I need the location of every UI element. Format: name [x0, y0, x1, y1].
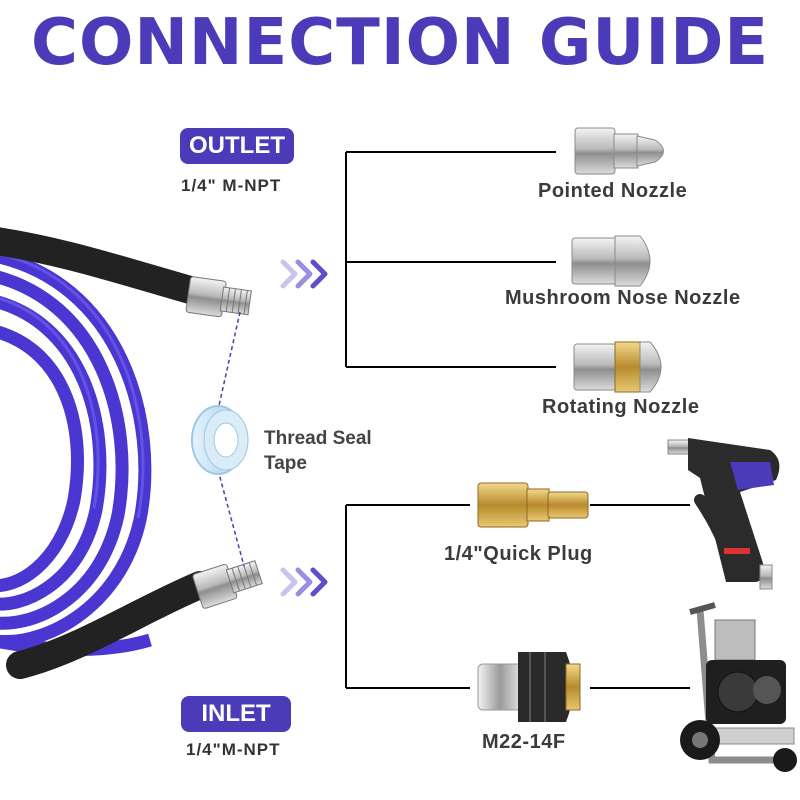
outlet-arrow-icon	[280, 259, 328, 289]
hose-coil	[0, 250, 152, 656]
thread-seal-tape-label: Thread Seal Tape	[264, 426, 372, 476]
pointed-nozzle-label: Pointed Nozzle	[538, 180, 688, 202]
mushroom-nozzle-label: Mushroom Nose Nozzle	[505, 287, 741, 309]
quick-plug-label: 1/4"Quick Plug	[444, 543, 593, 565]
pressure-washer-icon	[680, 602, 797, 772]
inlet-spec: 1/4"M-NPT	[186, 740, 281, 759]
inlet-bracket	[345, 504, 690, 689]
outlet-fitting	[185, 276, 252, 318]
rotating-nozzle-label: Rotating Nozzle	[542, 396, 700, 418]
mushroom-nozzle-icon	[571, 235, 651, 287]
rotating-nozzle-icon	[573, 341, 662, 393]
m22-fitting-icon	[477, 652, 581, 722]
outlet-sleeve	[0, 227, 204, 304]
inlet-badge: INLET	[181, 696, 291, 732]
page-title: CONNECTION GUIDE	[30, 6, 770, 80]
inlet-sleeve	[6, 571, 214, 679]
inlet-arrow-icon	[280, 567, 328, 597]
tape-label-line1: Thread Seal	[264, 428, 372, 449]
tape-label-line2: Tape	[264, 453, 307, 474]
spray-gun-icon	[667, 438, 780, 590]
thread-seal-tape-icon	[191, 405, 249, 475]
inlet-fitting	[192, 560, 263, 609]
outlet-bracket	[345, 151, 556, 368]
pointed-nozzle-icon	[574, 127, 664, 175]
outlet-badge: OUTLET	[180, 128, 294, 164]
m22-fitting-label: M22-14F	[482, 731, 566, 753]
quick-plug-icon	[477, 482, 589, 528]
outlet-spec: 1/4" M-NPT	[181, 176, 282, 195]
